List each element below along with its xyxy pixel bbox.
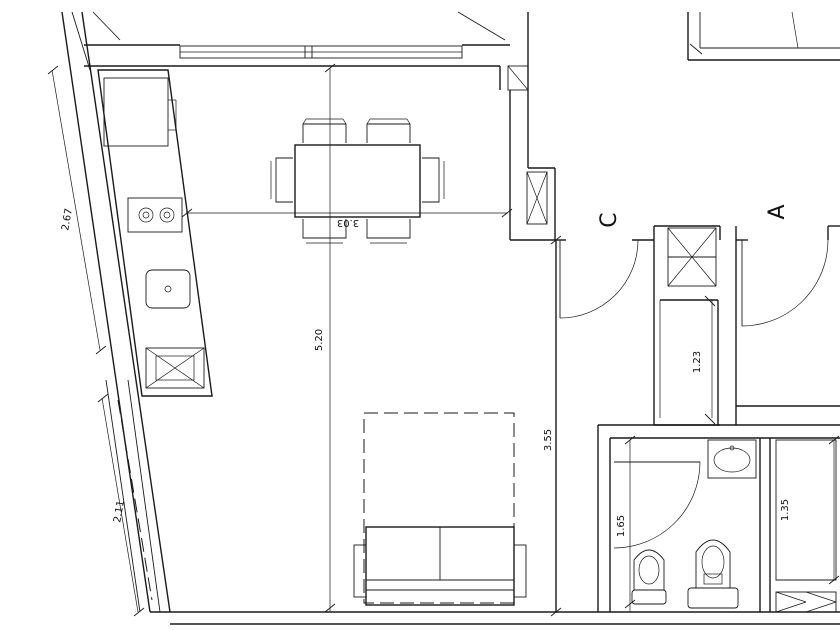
- dining-table: [270, 118, 445, 244]
- toilet: [687, 539, 739, 609]
- dim-label-room-length: 5.20: [314, 329, 325, 351]
- chair: [302, 118, 347, 143]
- door-c: C: [556, 212, 654, 319]
- chair: [422, 157, 445, 203]
- dim-label-kitchen: 2.67: [60, 208, 75, 232]
- appliance-box: [145, 347, 205, 389]
- door-label-c: C: [597, 212, 622, 227]
- dim-room-length: 5.20: [314, 63, 336, 613]
- dim-label-bathroom-width: 1.35: [780, 499, 791, 521]
- bidet: [631, 549, 667, 605]
- top-wall: [84, 11, 510, 67]
- washbasin: [707, 439, 757, 479]
- bathroom: 1.65 1.35: [597, 424, 840, 613]
- sofa-bed: [353, 412, 527, 606]
- dim-label-bathroom-length: 1.65: [616, 515, 627, 537]
- dim-corridor: 3.55: [543, 235, 562, 617]
- dim-label-window: 2.11: [112, 500, 127, 524]
- dim-window: 2.11: [97, 393, 145, 617]
- chair: [270, 157, 293, 203]
- refrigerator: [103, 77, 169, 147]
- door-a: A: [735, 204, 840, 425]
- kitchen-sink: [145, 269, 191, 309]
- dim-label-room-width: 3.03: [337, 217, 359, 228]
- chair: [366, 219, 411, 244]
- cooktop: [127, 197, 183, 233]
- shaft-top: [507, 65, 529, 91]
- dim-label-corridor: 3.55: [543, 429, 554, 451]
- dim-label-entry-hall: 1.23: [692, 351, 703, 373]
- dim-kitchen-counter: 2.67: [47, 65, 107, 355]
- chair: [366, 118, 411, 143]
- door-label-a: A: [765, 204, 790, 219]
- exterior-wall-left: [61, 11, 171, 613]
- chair: [302, 219, 347, 244]
- shaft-mid: [526, 171, 548, 225]
- bottom-wall: [150, 611, 840, 625]
- kitchen-counter: [97, 69, 213, 397]
- dim-room-width: 3.03: [181, 208, 513, 228]
- corridor-walls: [499, 12, 557, 612]
- top-right-closet: [687, 11, 840, 61]
- entry-hall: 1.23: [653, 225, 721, 426]
